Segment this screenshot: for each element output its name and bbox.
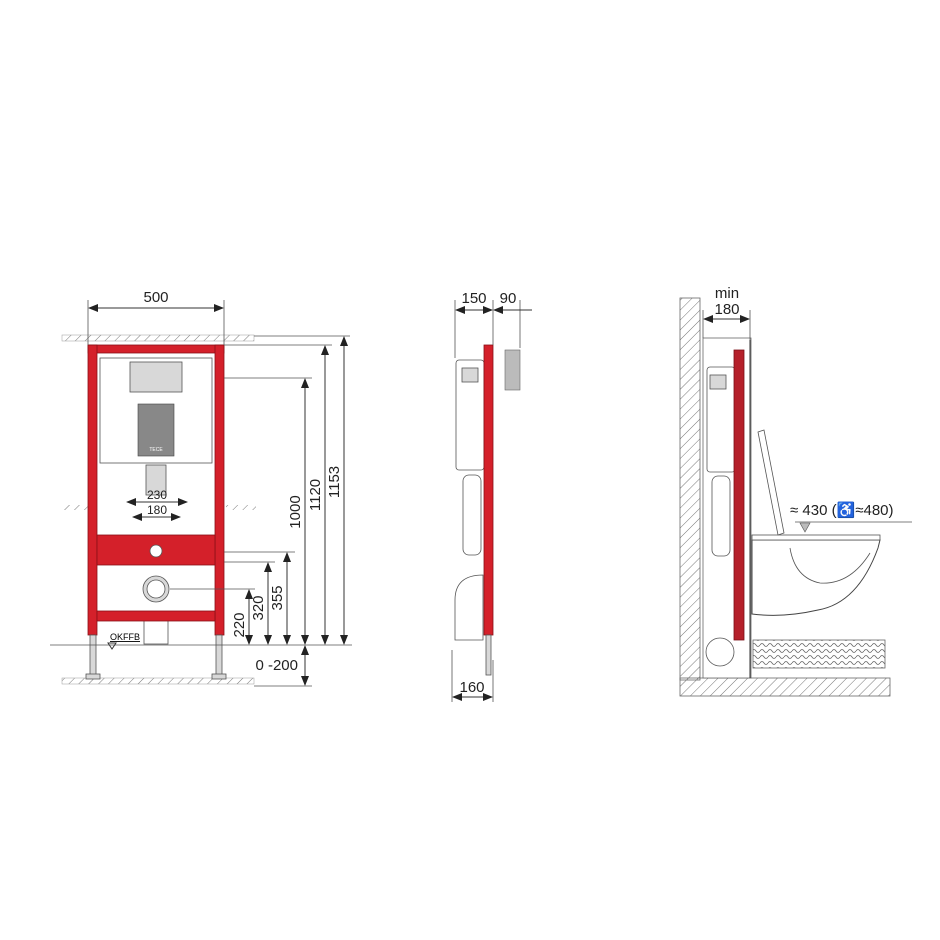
seat-height-marker-icon [799,522,811,533]
side-flush-plate [504,349,521,391]
flush-plate-mount [129,361,183,393]
right-leg [215,634,223,678]
flush-pipe [145,464,167,496]
min-label: min [715,285,739,302]
side-flush-pipe [462,474,482,556]
wall-hung-toilet [751,539,881,616]
installed-drain [705,637,735,667]
frame-right-post [214,344,225,636]
label-1153: 1153 [326,466,343,498]
mid-wall-hatch-right [226,505,256,510]
installed-view: ≈ 430 (♿≈480) min 180 [679,285,912,697]
drain-opening [146,579,166,599]
label-1120: 1120 [307,479,324,511]
frame-bottom-rail [96,610,216,622]
drain-pipe [143,619,169,645]
installed-valve [709,374,727,390]
installed-flush-pipe [711,475,731,557]
toilet-bowl-line [789,547,871,584]
frame-left-post [87,344,98,636]
left-foot [85,673,101,680]
front-view: TECE OKFFB 500 230 180 [50,289,352,687]
label-1000: 1000 [287,495,304,528]
mid-wall-hatch-left [62,505,92,510]
installed-frame-red [733,349,745,641]
label-230: 230 [147,488,167,502]
side-frame-red [483,344,494,636]
brand-label: TECE [149,447,163,453]
label-leg-range: 0 -200 [255,657,298,674]
left-leg [89,634,97,678]
wall-hatch [679,297,701,681]
label-160: 160 [459,679,484,696]
seat-height-label: ≈ 430 (♿≈480) [790,501,894,519]
min-depth-label: 180 [714,301,739,318]
label-220: 220 [231,612,248,637]
frame-top-rail [87,344,225,354]
toilet-lid [757,429,785,536]
floor-screed [752,639,886,669]
label-320: 320 [250,595,267,620]
top-wall-hatch [61,334,255,342]
cistern-label-plate [137,403,175,457]
side-view: 150 90 160 [451,290,532,702]
floor-level-label: OKFFB [110,632,140,642]
supply-port [149,544,163,558]
side-drain-bend [454,574,484,641]
right-foot [211,673,227,680]
side-valve [461,367,479,383]
label-90: 90 [500,290,517,307]
width-label: 500 [143,289,168,306]
label-150: 150 [461,290,486,307]
floor-marker-icon [107,642,117,650]
bottom-floor-hatch [61,677,255,685]
toilet-seat [751,534,881,541]
floor-hatch [679,677,891,697]
label-355: 355 [269,585,286,610]
label-180: 180 [147,503,167,517]
side-leg [485,634,492,676]
